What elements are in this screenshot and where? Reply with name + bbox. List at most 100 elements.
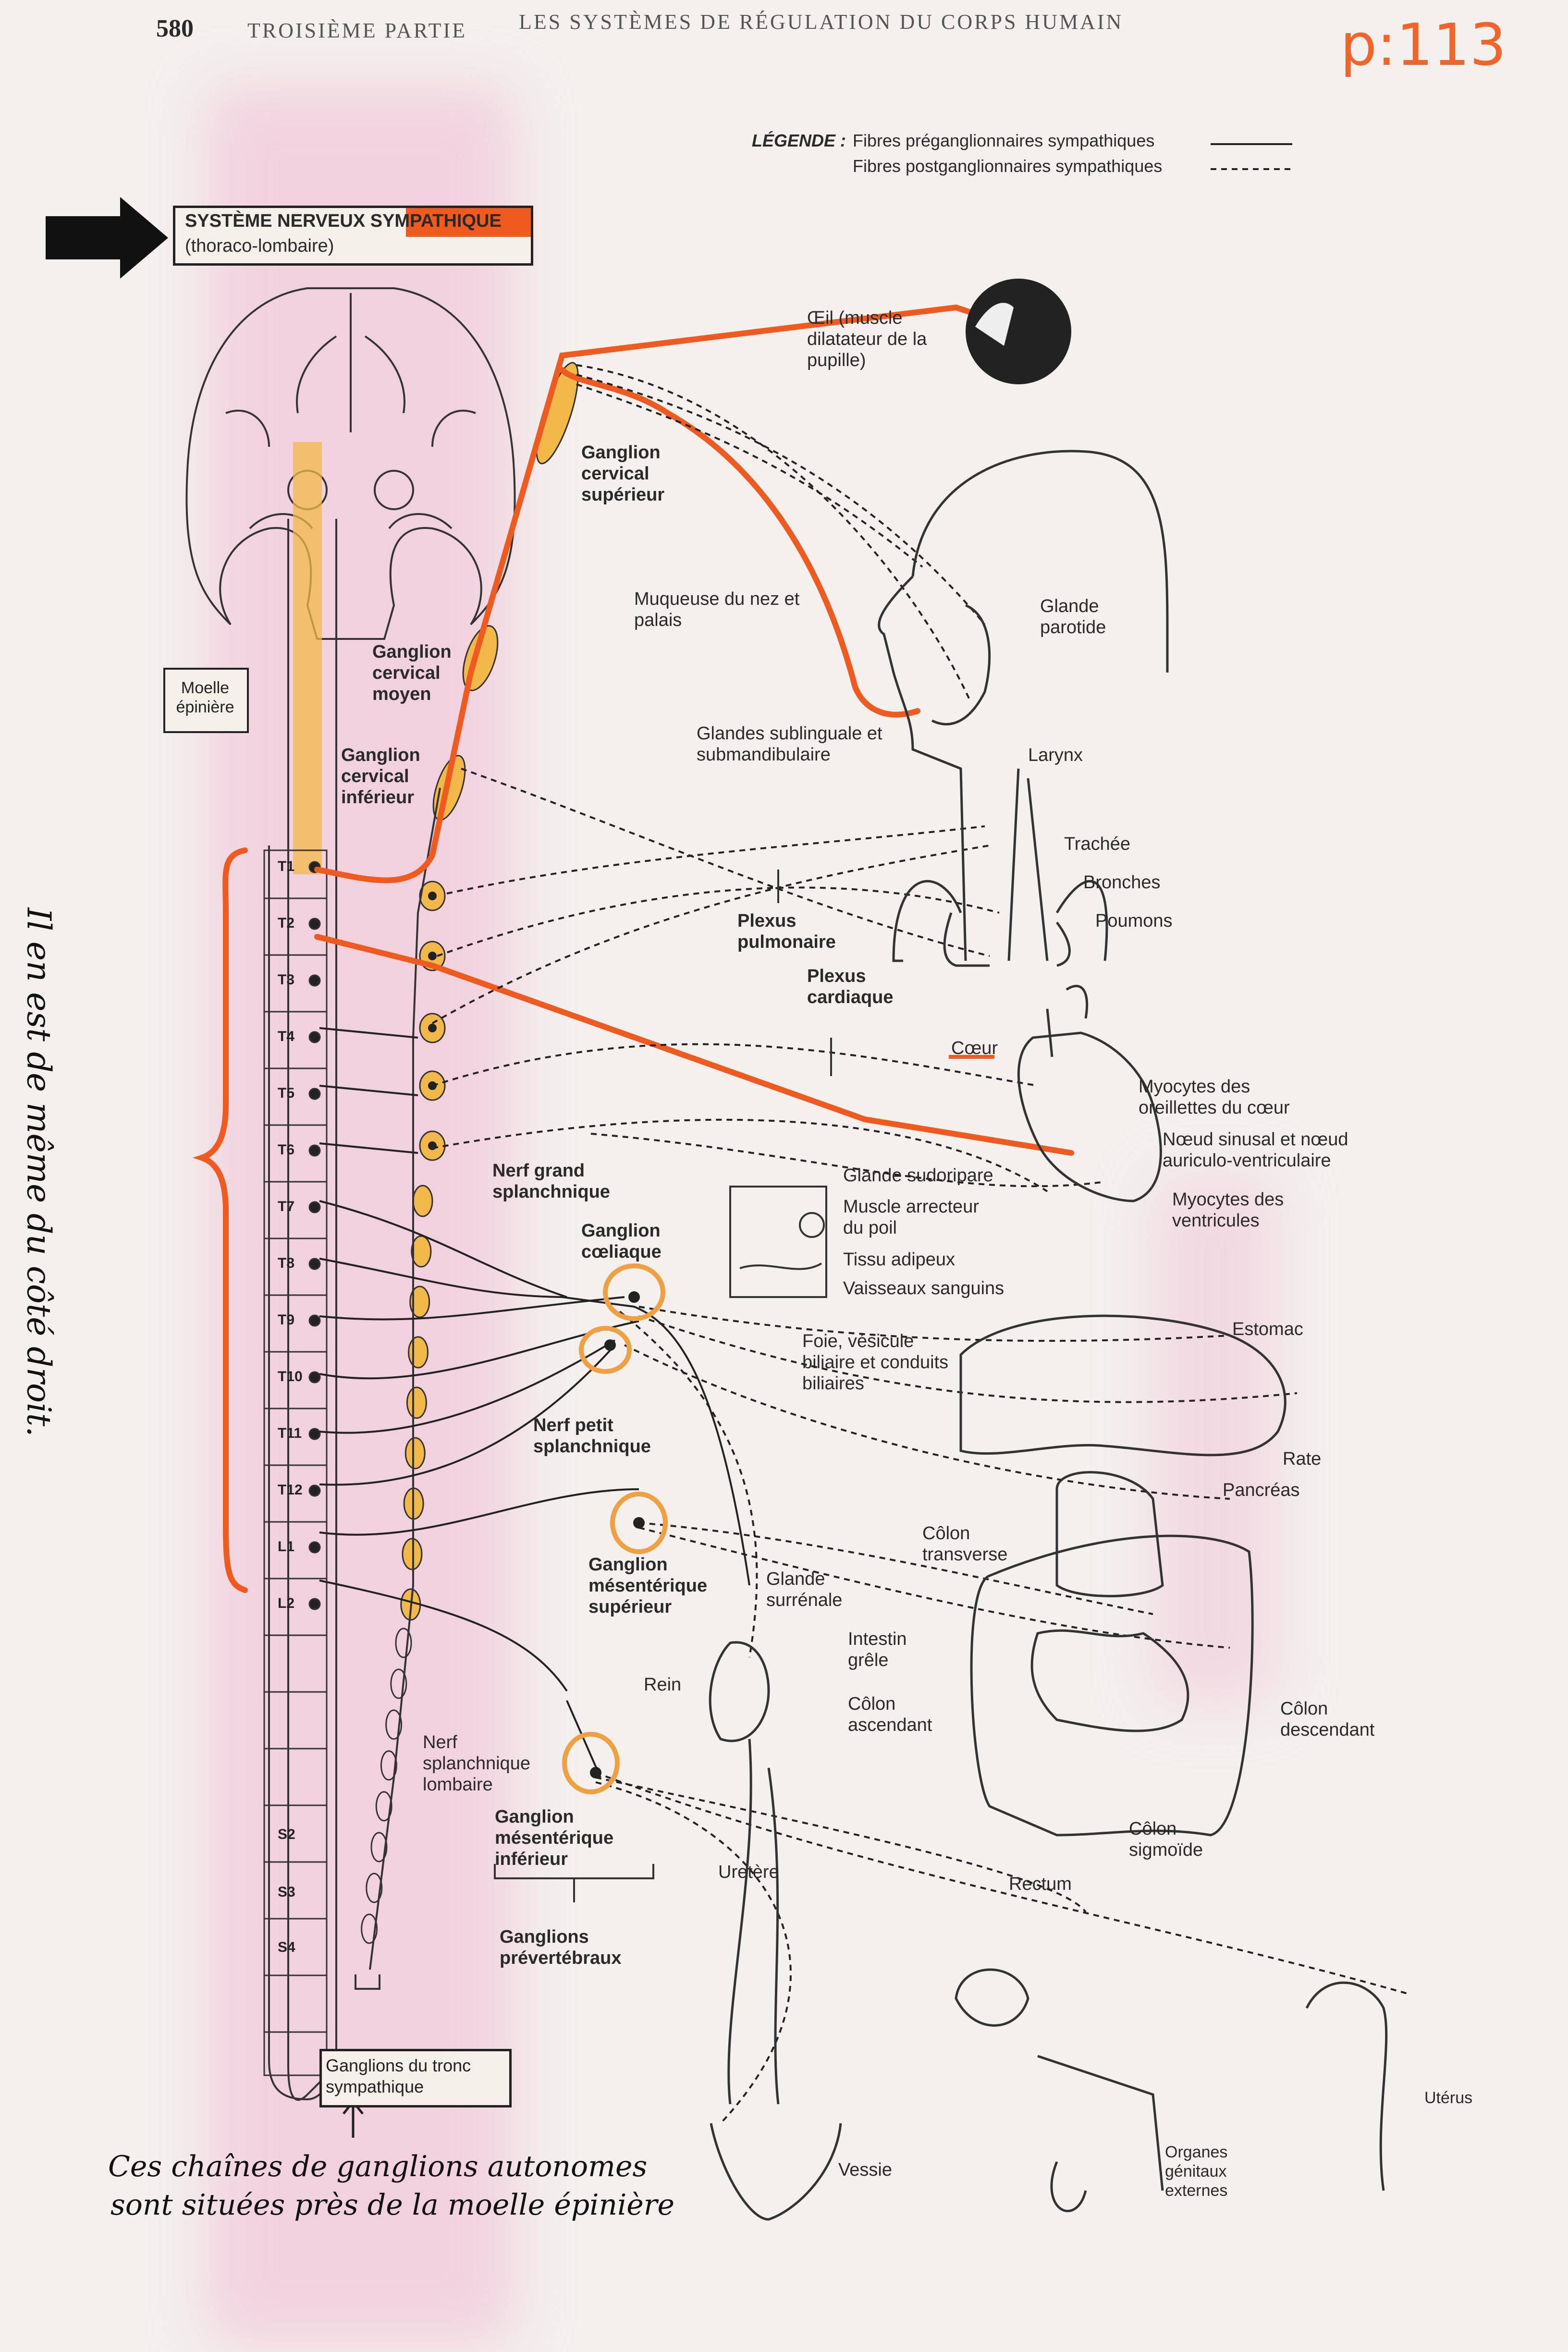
label-lumbar-splanchnic: Nerf splanchnique lombaire [423, 1732, 530, 1795]
vertebra-dot [308, 1314, 321, 1327]
trunk-ganglion [385, 1709, 403, 1740]
orange-brace [193, 847, 248, 1593]
label-transverse-colon: Côlon transverse [922, 1523, 1008, 1565]
vertebra-dot [308, 1598, 321, 1610]
preganglionic-orange-fibers [314, 304, 1074, 1156]
vertebra-l2: L2 [278, 1595, 295, 1611]
label-parotid: Glande parotide [1040, 596, 1106, 637]
trunk-ganglion [408, 1336, 429, 1369]
label-adrenal: Glande surrénale [766, 1569, 843, 1610]
ganglion-highlights [562, 1263, 668, 1794]
label-superior-mesenteric: Ganglion mésentérique supérieur [588, 1555, 708, 1617]
trunk-ganglion-dot [428, 1024, 437, 1032]
trunk-ganglion-dot [428, 952, 437, 960]
label-inferior-cervical: Ganglion cervical inférieur [341, 745, 420, 808]
trunk-ganglion-dot [428, 1141, 437, 1150]
label-bronchi: Bronches [1083, 872, 1161, 893]
label-trachea: Trachée [1064, 834, 1130, 854]
system-title-box: SYSTÈME NERVEUX SYMPATHIQUE (thoraco-lom… [173, 206, 533, 266]
black-pointer-arrow [46, 197, 168, 279]
vertebra-t2: T2 [278, 915, 295, 931]
vertebra-dot [308, 1031, 321, 1043]
label-celiac: Ganglion cœliaque [581, 1221, 662, 1262]
postganglionic-fibers [432, 364, 1408, 2124]
trunk-ganglion [406, 1386, 427, 1419]
vertebra-column [263, 849, 328, 2076]
trunk-ganglion [402, 1538, 423, 1570]
spinal-cord-yellow-highlight [293, 442, 322, 874]
label-stomach: Estomac [1232, 1319, 1303, 1339]
vertebra-t6: T6 [278, 1142, 295, 1158]
vertebra-t8: T8 [278, 1255, 295, 1271]
label-salivary: Glandes sublinguale et submandibulaire [697, 723, 882, 765]
label-genitals: Organes génitaux externes [1165, 2143, 1228, 2200]
vertebra-dot [308, 1541, 321, 1554]
vertebra-dot [308, 1258, 321, 1270]
label-larynx: Larynx [1028, 745, 1083, 765]
label-arrector: Muscle arrecteur du poil [843, 1197, 979, 1238]
label-uterus: Utérus [1424, 2089, 1473, 2107]
trunk-ganglion [411, 1235, 432, 1268]
vertebra-s2: S2 [278, 1826, 295, 1842]
label-nodes: Nœud sinusal et nœud auriculo-ventricula… [1163, 1129, 1348, 1171]
legend-title: LÉGENDE : [752, 131, 846, 150]
label-atrial-myocytes: Myocytes des oreillettes du cœur [1139, 1077, 1290, 1118]
preganglionic-fibers [319, 1027, 750, 1778]
label-prevertebral: Ganglions prévertébraux [500, 1927, 622, 1968]
vertebra-t3: T3 [278, 972, 295, 988]
spinal-cord-label-box: Moelle épinière [163, 668, 249, 733]
vertebra-dot [308, 1144, 321, 1157]
label-lungs: Poumons [1095, 911, 1173, 931]
urinary-drawing [709, 1641, 842, 2221]
trunk-ganglion [404, 1437, 426, 1470]
trunk-ganglion [361, 1913, 378, 1944]
label-pancreas: Pancréas [1223, 1480, 1300, 1500]
vertebra-dot [308, 974, 321, 987]
trunk-ganglion [366, 1873, 383, 1903]
vertebra-t11: T11 [278, 1425, 302, 1441]
vertebra-dot [308, 1201, 321, 1213]
trunk-ganglion [375, 1791, 392, 1822]
label-heart: Cœur [951, 1038, 998, 1058]
label-ascending-colon: Côlon ascendant [848, 1694, 932, 1735]
page-number: 580 [156, 15, 194, 42]
label-spleen: Rate [1283, 1449, 1322, 1469]
genital-drawing [955, 1968, 1388, 2212]
legend-preganglionic: Fibres préganglionnaires sympathiques [853, 131, 1155, 150]
label-ventricular-myocytes: Myocytes des ventricules [1172, 1189, 1284, 1231]
brain-drawing [185, 287, 516, 640]
vertebra-t9: T9 [278, 1312, 295, 1328]
trunk-ganglion [395, 1628, 412, 1658]
label-eye: Œil (muscle dilatateur de la pupille) [807, 308, 927, 370]
label-middle-cervical: Ganglion cervical moyen [372, 642, 452, 704]
vertebra-t10: T10 [278, 1369, 303, 1384]
handwritten-bottom-line2: sont situées près de la moelle épinière [110, 2188, 674, 2222]
chapter-title: LES SYSTÈMES DE RÉGULATION DU CORPS HUMA… [519, 10, 1124, 34]
label-liver: Foie, vésicule biliaire et conduits bili… [802, 1331, 949, 1394]
vertebra-dot [308, 1088, 321, 1100]
vertebra-t1: T1 [278, 858, 295, 874]
system-title: SYSTÈME NERVEUX SYMPATHIQUE [185, 211, 502, 231]
legend-postganglionic: Fibres postganglionnaires sympathiques [853, 156, 1163, 176]
handwritten-bottom-line1: Ces chaînes de ganglions autonomes [108, 2150, 648, 2183]
trunk-ganglion [412, 1185, 433, 1217]
label-cardiac-plexus: Plexus cardiaque [807, 966, 894, 1007]
skin-drawing [729, 1186, 827, 1298]
vertebra-t7: T7 [278, 1199, 295, 1214]
system-subtitle: (thoraco-lombaire) [185, 236, 334, 256]
lungs-drawing [892, 880, 1108, 967]
label-inferior-mesenteric: Ganglion mésentérique inférieur [495, 1807, 614, 1869]
vertebra-dot [308, 918, 321, 930]
trunk-ganglion [390, 1668, 407, 1699]
vertebra-s3: S3 [278, 1884, 295, 1900]
label-pulmonary-plexus: Plexus pulmonaire [737, 911, 836, 952]
vertebra-dot [308, 1484, 321, 1497]
label-ureter: Uretère [718, 1862, 779, 1882]
label-vessels: Vaisseaux sanguins [843, 1278, 1004, 1298]
trunk-ganglion [380, 1750, 397, 1781]
label-small-intestine: Intestin grêle [848, 1629, 907, 1670]
label-sigmoid: Côlon sigmoïde [1129, 1819, 1203, 1860]
trunk-bracket [355, 1974, 380, 1990]
